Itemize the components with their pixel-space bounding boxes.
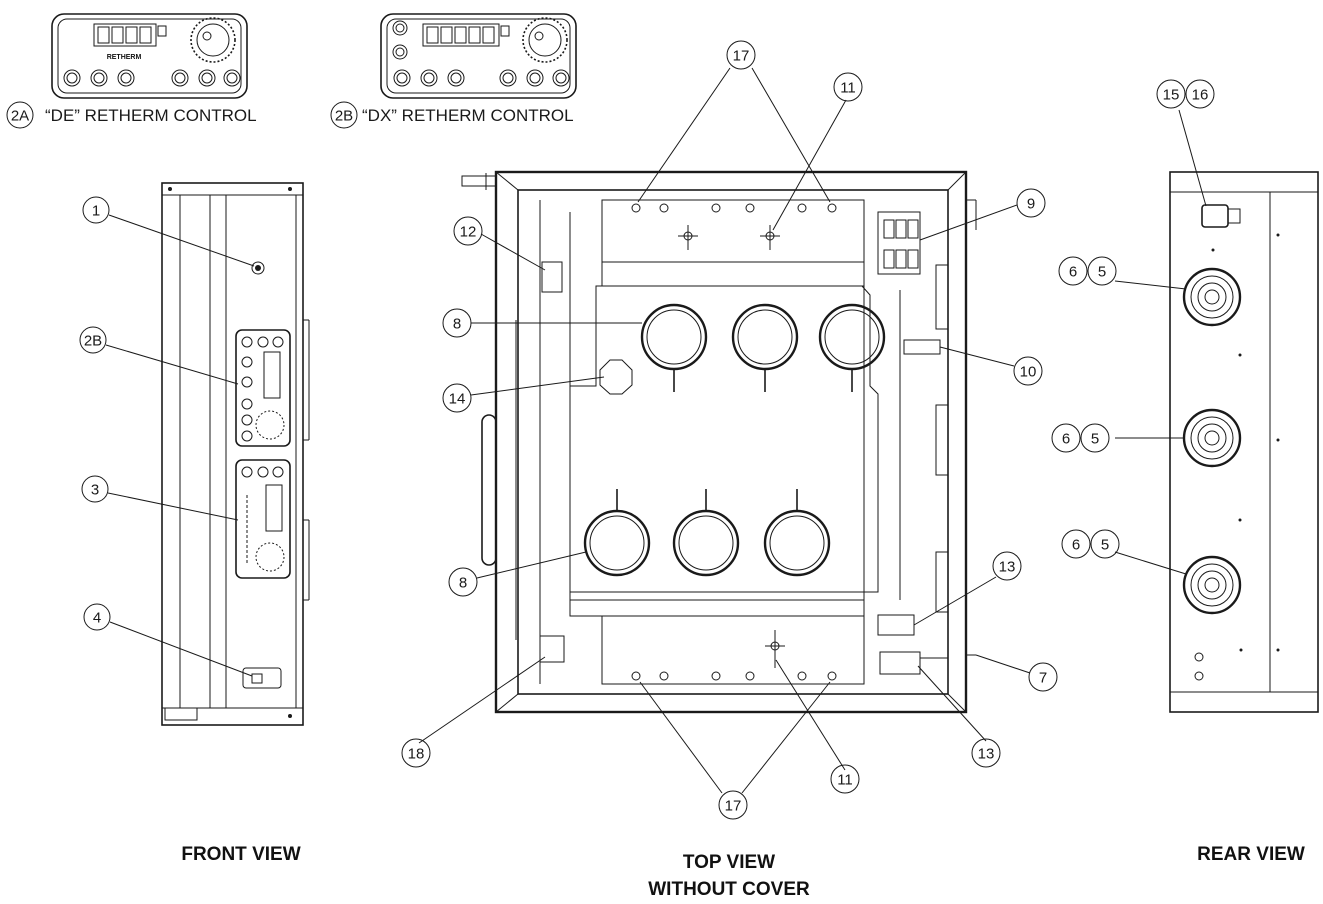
- callout-rear-6-b: 6: [1051, 423, 1081, 453]
- callout-top-12: 12: [453, 216, 483, 246]
- front-view-title: FRONT VIEW: [181, 844, 300, 865]
- callout-top-9: 9: [1016, 188, 1046, 218]
- rear-fan-3: [1182, 555, 1242, 615]
- callout-top-13-upper: 13: [992, 551, 1022, 581]
- callout-top-8-upper: 8: [442, 308, 472, 338]
- top-view-drawing: [418, 67, 1031, 794]
- de-caption: “DE” RETHERM CONTROL: [45, 106, 257, 125]
- svg-text:2B: 2B: [335, 108, 353, 125]
- svg-text:10: 10: [1020, 364, 1037, 381]
- rear-view-drawing: [1114, 109, 1319, 713]
- callout-rear-6-a: 6: [1058, 256, 1088, 286]
- rear-fan-2: [1182, 408, 1242, 468]
- callout-top-11-upper: 11: [833, 72, 863, 102]
- callout-front-3: 3: [81, 475, 109, 503]
- dx-control-dial: [522, 17, 568, 63]
- callout-top-11-lower: 11: [830, 764, 860, 794]
- svg-text:14: 14: [449, 391, 466, 408]
- svg-text:2A: 2A: [11, 108, 29, 125]
- svg-text:5: 5: [1101, 537, 1109, 554]
- callout-top-10: 10: [1013, 356, 1043, 386]
- callout-top-7: 7: [1028, 662, 1058, 692]
- callout-front-4: 4: [83, 603, 111, 631]
- de-retherm-control-panel: RETHERM: [51, 13, 248, 99]
- callout-top-14: 14: [442, 383, 472, 413]
- dx-digit-display: [422, 23, 510, 47]
- callout-rear-16: 16: [1185, 79, 1215, 109]
- rear-fan-1: [1182, 267, 1242, 327]
- dx-retherm-control-panel: [380, 13, 577, 99]
- svg-text:3: 3: [91, 482, 99, 499]
- callout-top-8-lower: 8: [448, 567, 478, 597]
- callout-rear-5-b: 5: [1080, 423, 1110, 453]
- dx-buttons: [393, 69, 570, 87]
- svg-text:7: 7: [1039, 670, 1047, 687]
- de-buttons: [63, 69, 241, 87]
- de-panel-label: RETHERM: [107, 54, 142, 61]
- callout-rear-15: 15: [1156, 79, 1186, 109]
- svg-text:18: 18: [408, 746, 425, 763]
- svg-text:15: 15: [1163, 87, 1180, 104]
- top-view-subtitle: WITHOUT COVER: [648, 879, 810, 900]
- de-control-dial: [190, 17, 236, 63]
- callout-front-2b: 2B: [79, 326, 107, 354]
- svg-text:13: 13: [999, 559, 1016, 576]
- svg-text:8: 8: [459, 575, 467, 592]
- top-view-title: TOP VIEW: [683, 852, 775, 873]
- svg-text:8: 8: [453, 316, 461, 333]
- dx-caption: “DX” RETHERM CONTROL: [362, 106, 574, 125]
- svg-text:2B: 2B: [84, 333, 102, 350]
- callout-top-18: 18: [401, 738, 431, 768]
- svg-text:13: 13: [978, 746, 995, 763]
- callout-rear-6-c: 6: [1061, 529, 1091, 559]
- svg-text:5: 5: [1091, 431, 1099, 448]
- svg-text:12: 12: [460, 224, 477, 241]
- svg-text:9: 9: [1027, 196, 1035, 213]
- callout-top-13-lower: 13: [971, 738, 1001, 768]
- de-digit-display: [93, 23, 167, 47]
- svg-text:17: 17: [725, 798, 742, 815]
- callout-top-17-upper: 17: [726, 40, 756, 70]
- callout-rear-5-a: 5: [1087, 256, 1117, 286]
- svg-text:5: 5: [1098, 264, 1106, 281]
- svg-text:1: 1: [92, 203, 100, 220]
- svg-text:4: 4: [93, 610, 101, 627]
- svg-text:11: 11: [840, 80, 856, 97]
- rear-view-title: REAR VIEW: [1197, 844, 1305, 865]
- callout-top-17-lower: 17: [718, 790, 748, 820]
- svg-text:6: 6: [1072, 537, 1080, 554]
- front-view-drawing: [105, 182, 310, 726]
- callout-front-1: 1: [82, 196, 110, 224]
- callout-2b-caption: 2B: [330, 101, 358, 129]
- svg-text:6: 6: [1062, 431, 1070, 448]
- callout-rear-5-c: 5: [1090, 529, 1120, 559]
- callout-2a: 2A: [6, 101, 34, 129]
- svg-text:16: 16: [1192, 87, 1209, 104]
- svg-text:17: 17: [733, 48, 750, 65]
- svg-text:6: 6: [1069, 264, 1077, 281]
- svg-text:11: 11: [837, 772, 853, 789]
